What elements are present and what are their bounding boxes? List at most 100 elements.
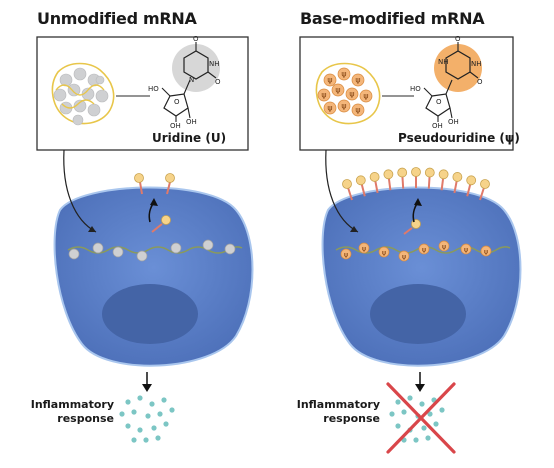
- receptor-stem: [401, 176, 405, 189]
- atom-ho: HO: [148, 85, 159, 93]
- psi-bead-folded: ψ: [337, 67, 351, 81]
- folded-mrna-unmodified: [51, 62, 115, 126]
- left-beads: [68, 239, 236, 262]
- psi-glyph: ψ: [344, 250, 348, 258]
- receptor-head: [355, 175, 366, 186]
- atom-ho-psi: HO: [410, 85, 421, 93]
- atom-n: N: [189, 76, 194, 84]
- psi-glyph: ψ: [382, 248, 386, 256]
- psi-bead-folded: ψ: [323, 73, 337, 87]
- right-entry-arrow: [325, 149, 359, 233]
- psi-glyph: ψ: [355, 76, 360, 85]
- psi-bead-folded: ψ: [317, 88, 331, 102]
- psi-bead-linear: ψ: [340, 248, 352, 260]
- psi-bead-linear: ψ: [438, 240, 450, 252]
- psi-bead-folded: ψ: [337, 99, 351, 113]
- receptor-head: [411, 167, 421, 177]
- psi-bead-linear: ψ: [358, 242, 370, 254]
- psi-glyph: ψ: [321, 91, 326, 100]
- psi-bead-folded: ψ: [323, 101, 337, 115]
- atom-nh-psi: NH: [471, 60, 482, 68]
- right-receptors: [342, 167, 490, 201]
- receptor-head: [397, 167, 408, 178]
- psi-glyph: ψ: [327, 76, 332, 85]
- psi-glyph: ψ: [464, 245, 468, 253]
- atom-nh: NH: [209, 60, 220, 68]
- psi-glyph: ψ: [335, 86, 340, 95]
- uridine-label: Uridine (U): [152, 131, 227, 145]
- psi-bead-linear: ψ: [460, 243, 472, 255]
- right-nucleus: [370, 284, 466, 344]
- receptor-stem: [360, 184, 366, 197]
- left-receptors: [134, 173, 175, 233]
- psi-glyph: ψ: [341, 70, 346, 79]
- receptor-stem: [374, 180, 379, 194]
- receptor-head: [480, 179, 490, 189]
- atom-o-ring-psi: O: [436, 98, 442, 106]
- receptor-stem: [453, 180, 458, 194]
- psi-glyph: ψ: [442, 242, 446, 250]
- left-down-arrow: [142, 384, 152, 392]
- left-panel-title: Unmodified mRNA: [37, 9, 197, 28]
- atom-nh-left-psi: NH: [438, 58, 449, 66]
- atom-oh-right: OH: [186, 118, 197, 126]
- receptor-head: [342, 179, 352, 189]
- psi-bead-linear: ψ: [418, 243, 430, 255]
- receptor-head: [383, 169, 394, 180]
- psi-bead-folded: ψ: [359, 89, 373, 103]
- pseudouridine-label: Pseudouridine (ψ): [398, 131, 520, 145]
- psi-bead-linear: ψ: [480, 245, 492, 257]
- psi-bead-folded: ψ: [331, 83, 345, 97]
- receptor-head: [466, 175, 477, 186]
- psi-glyph: ψ: [355, 106, 360, 115]
- right-response-dots: [389, 395, 445, 443]
- atom-o-bottom-psi: O: [477, 78, 483, 86]
- atom-oh-left: OH: [170, 122, 181, 130]
- receptor-head: [452, 172, 463, 182]
- left-response-line2: response: [57, 412, 114, 425]
- left-response-dots: [119, 395, 175, 443]
- atom-oh-right-psi: OH: [448, 118, 459, 126]
- atom-o-bottom: O: [215, 78, 221, 86]
- psi-bead-linear: ψ: [398, 250, 410, 262]
- receptor-stem: [440, 178, 445, 191]
- left-response-line1: Inflammatory: [30, 398, 114, 411]
- receptor-stem: [427, 176, 431, 189]
- left-nucleus: [102, 284, 198, 344]
- receptor-stem: [466, 184, 472, 197]
- psi-bead-folded: ψ: [351, 73, 365, 87]
- receptor-stem: [347, 187, 353, 201]
- atom-oh-left-psi: OH: [432, 122, 443, 130]
- atom-o-top: O: [193, 35, 199, 43]
- right-bound-receptor: [411, 219, 421, 229]
- response-blocked-cross: [386, 382, 456, 454]
- psi-glyph: ψ: [349, 90, 354, 99]
- receptor-head: [438, 169, 449, 180]
- psi-glyph: ψ: [327, 104, 332, 113]
- psi-glyph: ψ: [484, 247, 488, 255]
- atom-o-top-psi: O: [455, 35, 461, 43]
- psi-bead-folded: ψ: [351, 103, 365, 117]
- left-response-label: Inflammatory response: [22, 398, 114, 426]
- receptor-head: [424, 167, 435, 178]
- uridine-base-highlight: [172, 44, 220, 92]
- receptor-head: [369, 172, 380, 182]
- left-panel: O NH O N HO O OH OH: [36, 35, 254, 443]
- uridine-structure: O NH O N HO O OH OH: [148, 35, 221, 130]
- left-cell: [53, 173, 254, 367]
- pseudouridine-structure: O NH O NH HO O OH OH: [410, 35, 483, 130]
- right-response-line2: response: [323, 412, 380, 425]
- pseudouridine-base-highlight: [434, 44, 482, 92]
- left-entry-arrow: [63, 149, 97, 233]
- psi-bead-linear: ψ: [378, 246, 390, 258]
- right-panel-title: Base-modified mRNA: [300, 9, 485, 28]
- right-response-label: Inflammatory response: [288, 398, 380, 426]
- psi-glyph: ψ: [363, 92, 368, 101]
- psi-bead-folded: ψ: [345, 87, 359, 101]
- receptor-stem: [479, 187, 485, 201]
